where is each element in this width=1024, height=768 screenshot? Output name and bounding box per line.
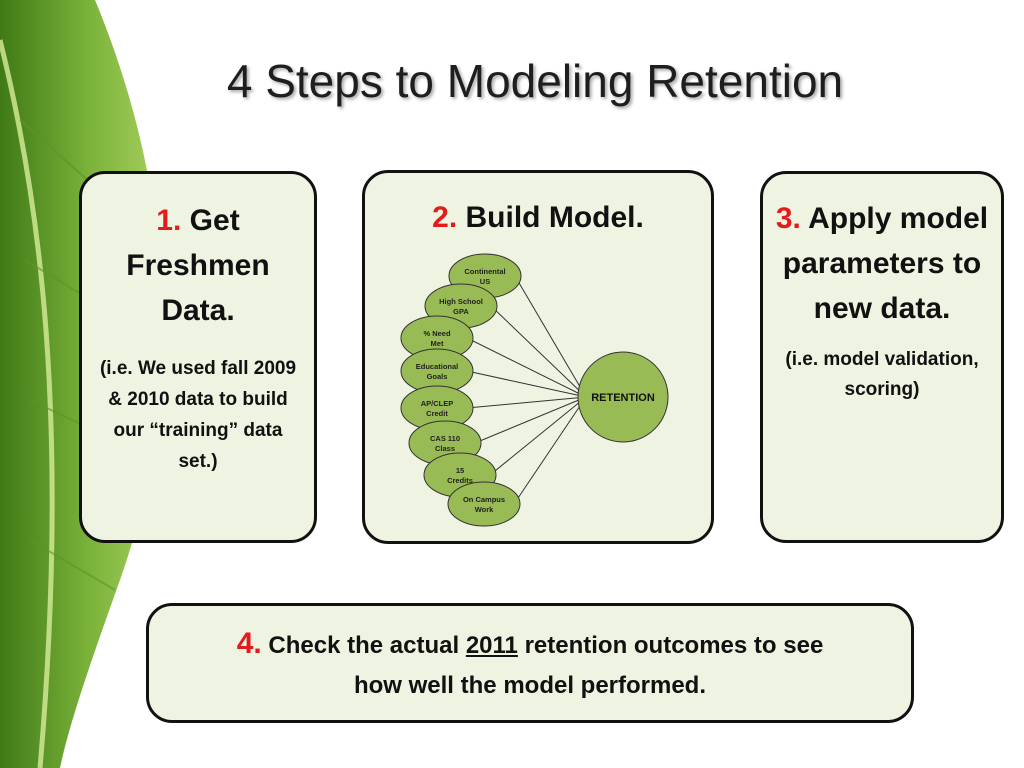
predictor-node-label: 15 [456, 466, 464, 475]
predictor-node-label: CAS 110 [430, 434, 460, 443]
step-4-card: 4. Check the actual 2011 retention outco… [146, 603, 914, 723]
step-4-number: 4. [236, 627, 262, 660]
step-2-heading: 2. Build Model. [365, 201, 711, 235]
step-2-heading-text: Build Model. [465, 201, 644, 234]
predictor-node-label: Goals [427, 372, 448, 381]
predictor-node-label: Continental [464, 267, 505, 276]
predictor-node-label: Met [431, 339, 444, 348]
step-1-number: 1. [156, 204, 182, 237]
predictor-node-label: US [480, 277, 490, 286]
predictor-node-label: On Campus [463, 495, 505, 504]
predictor-node-label: Credits [447, 476, 473, 485]
predictor-node-label: GPA [453, 307, 469, 316]
step-3-heading-b: model parameters to new data. [782, 202, 989, 325]
predictor-node-label: Work [475, 505, 494, 514]
predictor-node-label: AP/CLEP [421, 399, 454, 408]
step-4-text-c: how well the model performed. [353, 672, 707, 699]
step-1-heading-c: Data. [161, 294, 235, 327]
predictor-node-label: % Need [423, 329, 451, 338]
step-3-note: (i.e. model validation, scoring) [785, 349, 979, 400]
predictor-node-label: Class [435, 444, 455, 453]
step-2-number: 2. [432, 201, 458, 234]
step-3-heading-a: Apply [808, 202, 892, 235]
step-3-heading: 3. Apply model parameters to new data. [771, 196, 993, 331]
step-4-text-a: Check the actual [268, 632, 460, 659]
step-4-text: 4. Check the actual 2011 retention outco… [169, 624, 891, 706]
step-3-card: 3. Apply model parameters to new data. (… [760, 171, 1004, 543]
retention-node [577, 351, 669, 443]
predictor-node-label: Credit [426, 409, 448, 418]
step-1-heading-b: Freshmen [126, 249, 270, 282]
step-1-heading-a: Get [189, 204, 240, 237]
slide-title: 4 Steps to Modeling Retention [226, 55, 844, 107]
step-1-note: (i.e. We used fall 2009 & 2010 data to b… [99, 358, 297, 472]
predictor-node-label: Educational [416, 362, 459, 371]
retention-node-label: RETENTION [591, 392, 655, 404]
predictor-node [447, 481, 521, 527]
step-4-year: 2011 [465, 632, 518, 659]
step-1-card: 1. Get Freshmen Data. (i.e. We used fall… [79, 171, 317, 543]
step-3-number: 3. [775, 202, 801, 235]
predictor-node-label: High School [439, 297, 483, 306]
step-1-heading: 1. Get Freshmen Data. [96, 198, 300, 333]
step-4-text-b: retention outcomes to see [524, 632, 824, 659]
